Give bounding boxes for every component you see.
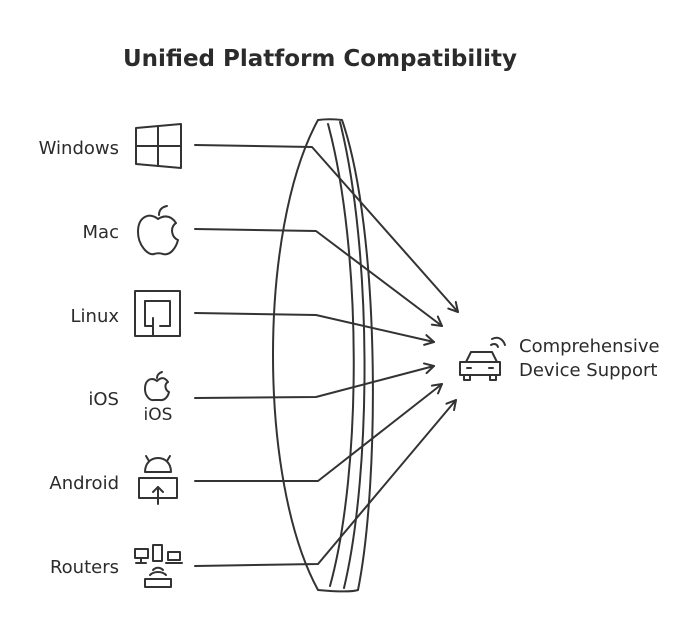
apple-icon [137, 205, 179, 256]
platform-label-android: Android [49, 473, 119, 494]
target-label-line2: Device Support [519, 360, 657, 381]
target-label-line1: Comprehensive [519, 336, 660, 357]
platform-label-ios: iOS [88, 389, 119, 410]
linux-icon [134, 290, 181, 337]
arrow-android [194, 383, 443, 482]
router-devices-icon [134, 544, 183, 588]
arrow-windows [194, 144, 459, 313]
ios-icon-text: iOS [144, 405, 173, 425]
platform-label-windows: Windows [39, 138, 119, 159]
connected-car-icon [459, 336, 506, 381]
lens-shape [272, 118, 374, 593]
windows-icon [135, 123, 182, 169]
arrow-ios [194, 362, 435, 399]
platform-label-routers: Routers [50, 557, 119, 578]
connector-arrows [194, 144, 459, 567]
android-icon [138, 455, 178, 505]
platform-label-linux: Linux [71, 306, 120, 327]
arrow-mac [194, 228, 443, 327]
ios-icon: iOS [144, 371, 173, 425]
arrow-routers [194, 399, 457, 567]
arrow-linux [194, 312, 435, 346]
page-title: Unified Platform Compatibility [123, 46, 517, 72]
platform-label-mac: Mac [83, 222, 119, 243]
